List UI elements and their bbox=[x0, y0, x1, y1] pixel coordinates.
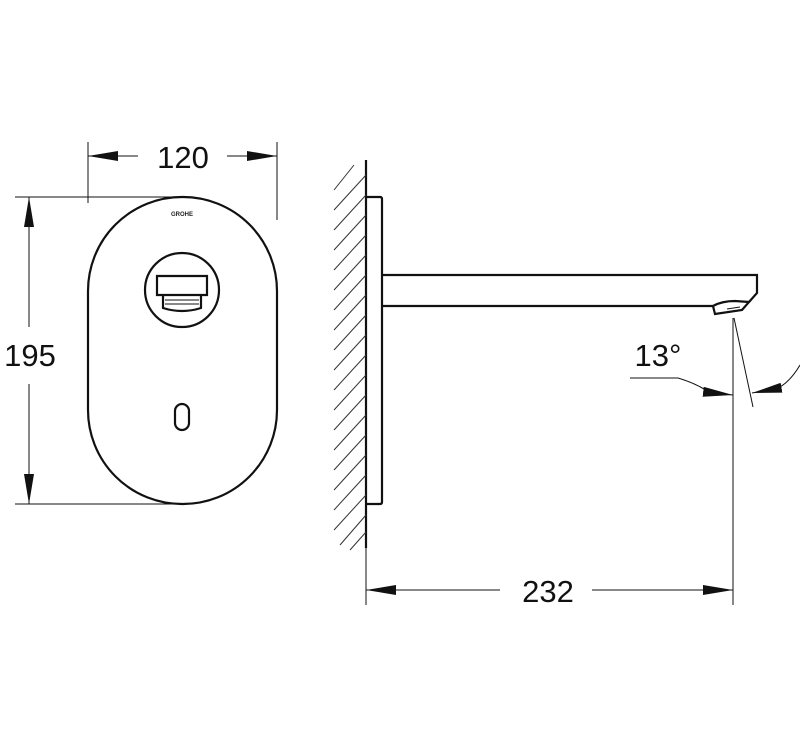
wall-hatch bbox=[333, 160, 368, 605]
projection-dimension-label: 232 bbox=[522, 574, 574, 609]
sensor-window bbox=[173, 402, 191, 432]
logo-text: GROHE bbox=[171, 212, 193, 218]
wall-plate bbox=[366, 195, 384, 506]
width-dimension-label: 120 bbox=[157, 140, 209, 175]
front-view: 120 195 GROHE bbox=[4, 140, 279, 506]
projection-dimension: 232 bbox=[366, 574, 733, 609]
spout-outlet-icon bbox=[143, 251, 221, 329]
spray-angle-label: 13° bbox=[635, 338, 682, 373]
height-dimension: 195 bbox=[4, 196, 185, 505]
width-dimension: 120 bbox=[87, 140, 278, 220]
height-dimension-label: 195 bbox=[4, 338, 56, 373]
cover-plate bbox=[86, 195, 279, 506]
side-view: 13° 232 bbox=[333, 160, 800, 609]
spray-angle-dimension: 13° bbox=[630, 317, 800, 605]
brand-logo: GROHE bbox=[171, 209, 193, 218]
spout-body bbox=[382, 273, 759, 316]
